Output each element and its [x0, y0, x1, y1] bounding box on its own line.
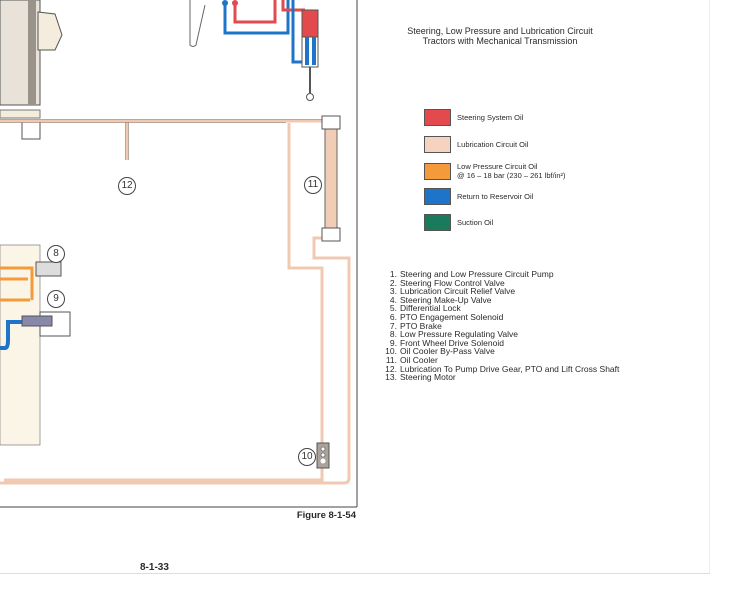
hydraulic-circuit-diagram [0, 0, 358, 508]
legend-label: Suction Oil [457, 218, 494, 227]
part-number: 10. [385, 346, 397, 357]
legend-label: Steering System Oil [457, 113, 524, 122]
callout-8: 8 [47, 245, 65, 263]
diagram-title: Steering, Low Pressure and Lubrication C… [380, 26, 620, 46]
part-number: 7. [389, 320, 397, 331]
legend-item-suction: Suction Oil [424, 214, 493, 231]
parts-list-item: 12.Lubrication To Pump Drive Gear, PTO a… [383, 363, 620, 374]
legend-swatch [424, 214, 451, 231]
title-line-1: Steering, Low Pressure and Lubrication C… [407, 26, 593, 36]
legend-label: Return to Reservoir Oil [457, 192, 534, 201]
part-number: 4. [389, 294, 397, 305]
parts-list-item: 6.PTO Engagement Solenoid [383, 313, 619, 322]
legend-label: Low Pressure Circuit Oil [457, 162, 538, 171]
title-line-2: Tractors with Mechanical Transmission [422, 36, 578, 46]
part-number: 1. [389, 269, 397, 279]
part-label: Lubrication Circuit Relief Valve [400, 286, 516, 297]
part-number: 6. [389, 311, 397, 322]
page-edge [709, 0, 710, 573]
callout-10: 10 [298, 448, 316, 466]
parts-list-item: 13.Steering Motor [383, 373, 619, 382]
part-number: 11. [385, 354, 397, 365]
part-label: Steering Make-Up Valve [400, 294, 492, 305]
figure-label: Figure 8-1-54 [296, 510, 356, 521]
part-label: PTO Brake [400, 320, 442, 331]
part-label: Steering Flow Control Valve [400, 277, 505, 288]
part-label: PTO Engagement Solenoid [400, 311, 504, 322]
part-label: Differential Lock [400, 303, 461, 314]
part-number: 8. [389, 329, 397, 340]
part-number: 2. [389, 277, 397, 288]
part-label: Steering Motor [400, 372, 456, 383]
lubrication-line-outlines [0, 119, 325, 160]
callout-12: 12 [118, 177, 136, 195]
legend-item-steering: Steering System Oil [424, 109, 523, 126]
steering-motor [189, 0, 319, 101]
parts-list-item: 5.Differential Lock [383, 304, 619, 313]
parts-list-item: 3.Lubrication Circuit Relief Valve [383, 287, 619, 296]
oil-cooler-bypass-valve [316, 442, 330, 469]
parts-list-item: 10.Oil Cooler By-Pass Valve [383, 347, 619, 356]
part-label: Front Wheel Drive Solenoid [400, 337, 504, 348]
parts-list: 1.Steering and Low Pressure Circuit Pump… [383, 270, 619, 382]
legend-label-group: Low Pressure Circuit Oil @ 16 – 18 bar (… [457, 162, 566, 180]
parts-list-item: 2.Steering Flow Control Valve [383, 277, 619, 288]
legend-item-low-pressure: Low Pressure Circuit Oil @ 16 – 18 bar (… [424, 162, 566, 180]
part-label: Lubrication To Pump Drive Gear, PTO and … [400, 363, 620, 374]
callout-9: 9 [47, 290, 65, 308]
legend-swatch [424, 188, 451, 205]
legend-item-lubrication: Lubrication Circuit Oil [424, 136, 528, 153]
page-number: 8-1-33 [140, 562, 169, 573]
part-number: 13. [385, 372, 397, 383]
legend-item-return: Return to Reservoir Oil [424, 188, 533, 205]
lubrication-lines [0, 119, 351, 485]
legend-sublabel: @ 16 – 18 bar (230 – 261 lbf/in²) [457, 171, 566, 180]
parts-list-item: 7.PTO Brake [383, 320, 619, 331]
part-label: Steering and Low Pressure Circuit Pump [400, 269, 554, 279]
part-label: Low Pressure Regulating Valve [400, 329, 518, 340]
part-label: Oil Cooler By-Pass Valve [400, 346, 495, 357]
legend-swatch [424, 162, 451, 180]
part-label: Oil Cooler [400, 354, 438, 365]
page-divider [0, 573, 710, 574]
legend-label: Lubrication Circuit Oil [457, 140, 529, 149]
part-number: 9. [389, 337, 397, 348]
legend-swatch [424, 109, 451, 126]
part-number: 12. [385, 363, 397, 374]
parts-list-item: 4.Steering Make-Up Valve [383, 294, 619, 305]
part-number: 5. [389, 303, 397, 314]
parts-list-item: 11.Oil Cooler [383, 356, 619, 365]
parts-list-item: 9.Front Wheel Drive Solenoid [383, 337, 619, 348]
low-pressure-block [0, 244, 71, 446]
parts-list-item: 1.Steering and Low Pressure Circuit Pump [383, 270, 619, 279]
legend-swatch [424, 136, 451, 153]
part-number: 3. [389, 286, 397, 297]
transmission-housing [0, 0, 63, 140]
oil-cooler [321, 115, 341, 242]
parts-list-item: 8.Low Pressure Regulating Valve [383, 330, 619, 339]
callout-11: 11 [304, 176, 322, 194]
